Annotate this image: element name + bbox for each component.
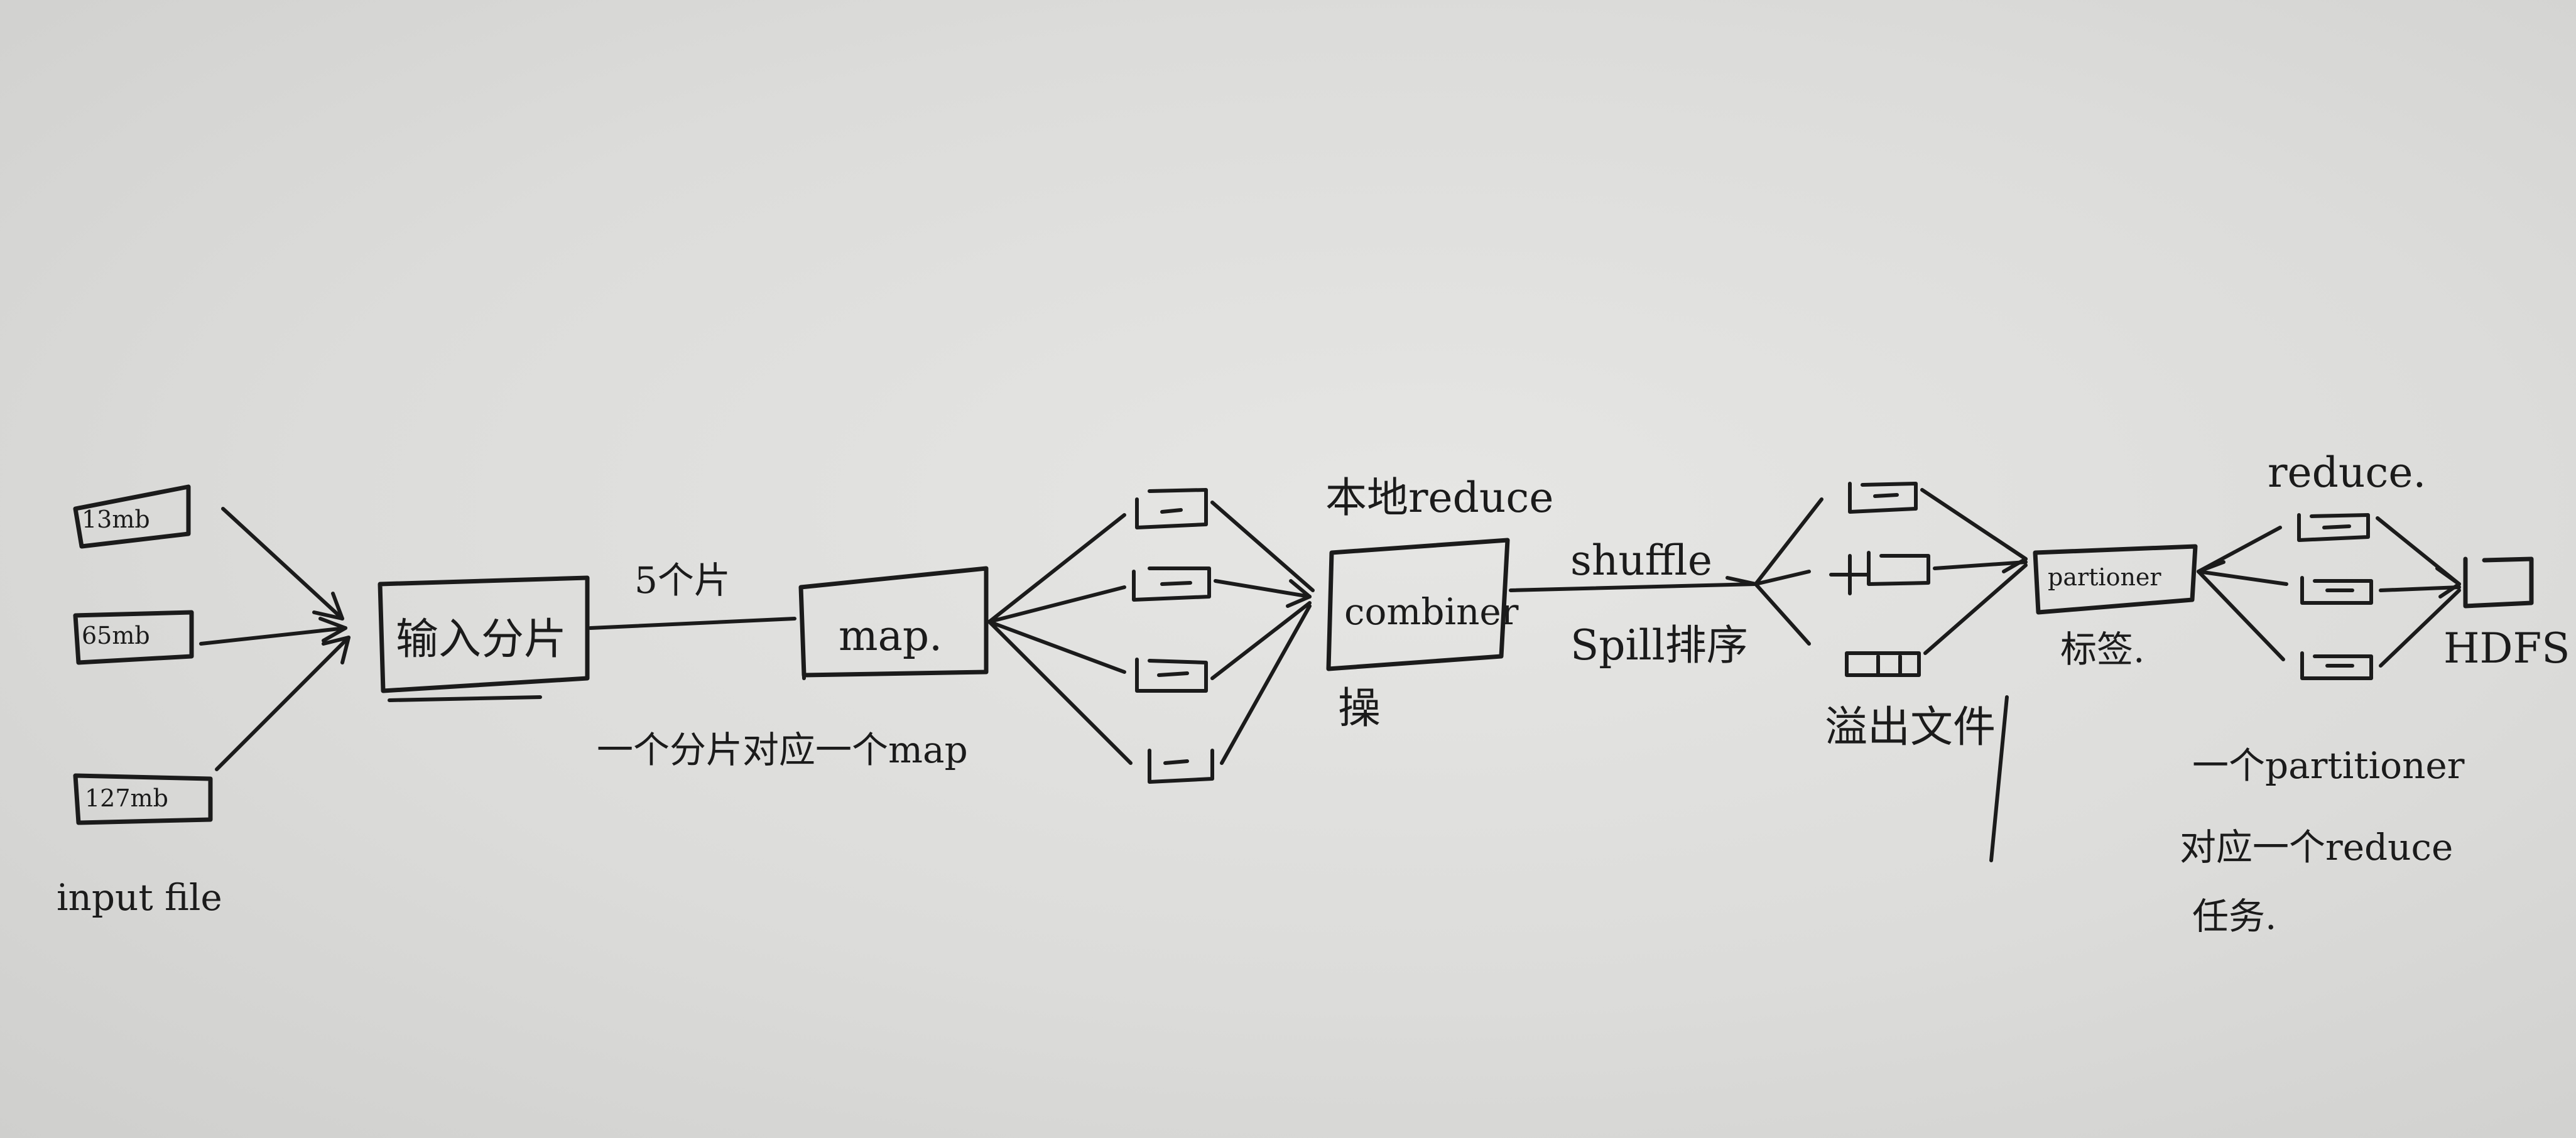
partitioner-fanout [2197, 526, 2288, 661]
hdfs-label: HDFS [2443, 624, 2570, 673]
into-partitioner [1920, 488, 2028, 655]
shuffle-label: shuffle [1570, 536, 1712, 585]
map-box [798, 566, 989, 680]
reduce-output-boxes [2297, 513, 2373, 680]
spill-output-boxes [1829, 482, 1930, 677]
split-box-label: 输入分片 [396, 615, 567, 664]
map-fanout [987, 513, 1133, 765]
input-box-65mb [73, 610, 194, 665]
split-top-note: 5个片 [634, 559, 731, 602]
partitioner-caption-line-3: 任务. [2192, 895, 2277, 938]
input-box-127mb [73, 773, 213, 825]
input-label-13mb: 13mb [82, 506, 150, 533]
combiner-to-shuffle-line [1509, 582, 1758, 592]
arrows-to-split [199, 507, 351, 771]
into-combiner [1210, 501, 1315, 765]
shuffle-fanout [1725, 497, 1823, 646]
partitioner-note: 标签. [2060, 628, 2145, 671]
split-to-map-line [589, 617, 796, 630]
partitioner-caption-line-2: 对应一个reduce [2180, 826, 2454, 869]
spill-note: 溢出文件 [1825, 703, 1996, 752]
combiner-box-label: combiner [1344, 590, 1519, 633]
input-box-13mb [73, 484, 191, 549]
input-label-127mb: 127mb [85, 784, 168, 812]
spill-label: Spill排序 [1570, 621, 1748, 669]
split-box [378, 575, 590, 702]
input-label-65mb: 65mb [82, 622, 150, 649]
partitioner-box-label: partioner [2048, 563, 2161, 591]
map-box-label: map. [839, 612, 943, 660]
split-bottom-note: 一个分片对应一个map [597, 729, 968, 771]
input-caption: input file [57, 876, 222, 919]
hdfs-box [2463, 556, 2534, 609]
combiner-top-note: 本地reduce [1325, 474, 1554, 522]
map-output-boxes [1132, 488, 1214, 784]
partitioner-box [2033, 544, 2198, 615]
partitioner-caption-line-1: 一个partitioner [2192, 744, 2465, 787]
reduce-label: reduce. [2268, 448, 2427, 497]
combiner-box [1326, 538, 1510, 671]
spill-vertical-line [1989, 695, 2009, 862]
into-hdfs [2376, 516, 2461, 668]
combiner-bottom-note: 操 [1338, 684, 1381, 734]
